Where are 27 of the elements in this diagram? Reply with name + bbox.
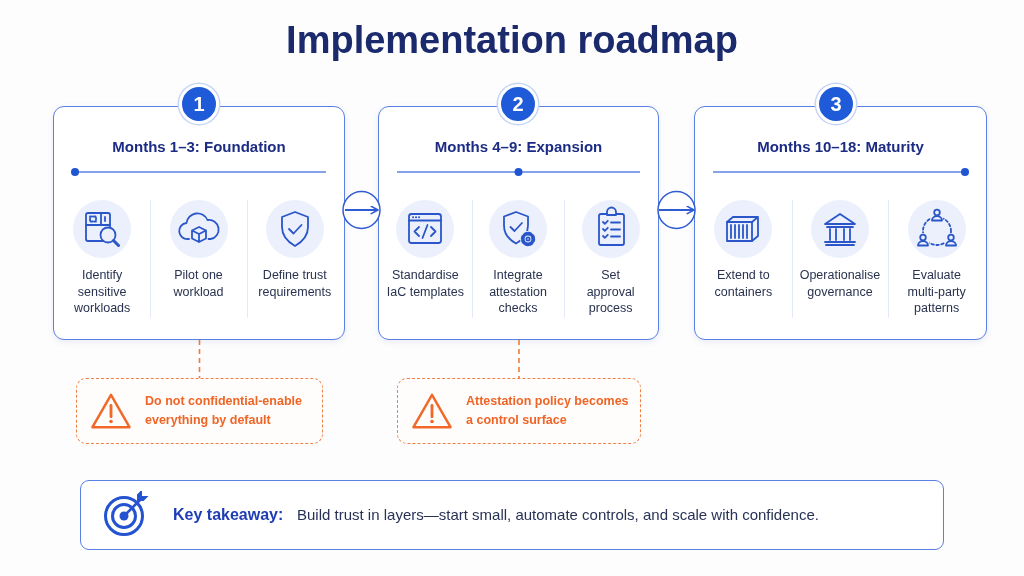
step-text: Identify sensitive workloads — [73, 267, 132, 317]
warning-text: Attestation policy becomes a control surface — [466, 393, 630, 429]
warning-text: Do not confidential-enable everything by default — [145, 393, 303, 429]
phase-heading: Months 1–3: Foundation — [112, 137, 286, 156]
step-text: Set approval process — [586, 267, 636, 317]
phase-number: 2 — [498, 84, 538, 124]
step-text: Integrate attestation checks — [488, 267, 548, 317]
warning-callout — [76, 378, 323, 444]
step-text: Operationalise governance — [799, 267, 881, 300]
phase-number: 3 — [816, 84, 856, 124]
arrow — [658, 205, 695, 215]
step-text: Standardise IaC templates — [385, 267, 465, 300]
phase-heading: Months 10–18: Maturity — [757, 137, 924, 156]
arrow — [344, 205, 379, 215]
title: Implementation roadmap — [286, 18, 738, 63]
step-text: Pilot one workload — [172, 267, 225, 300]
step-text: Evaluate multi-party patterns — [906, 267, 967, 317]
step-text: Extend to containers — [713, 267, 773, 300]
step-text: Define trust requirements — [257, 267, 332, 300]
phase-heading: Months 4–9: Expansion — [434, 137, 603, 156]
takeaway-panel — [80, 480, 944, 550]
dashed-connector — [198, 339, 201, 379]
dashed-connector — [518, 339, 520, 379]
warning-callout — [397, 378, 641, 444]
takeaway-heading: Key takeaway: — [173, 505, 284, 525]
takeaway-text: Build trust in layers—start small, automate controls, and scale with confidence. — [297, 505, 819, 525]
phase-number: 1 — [179, 84, 219, 124]
